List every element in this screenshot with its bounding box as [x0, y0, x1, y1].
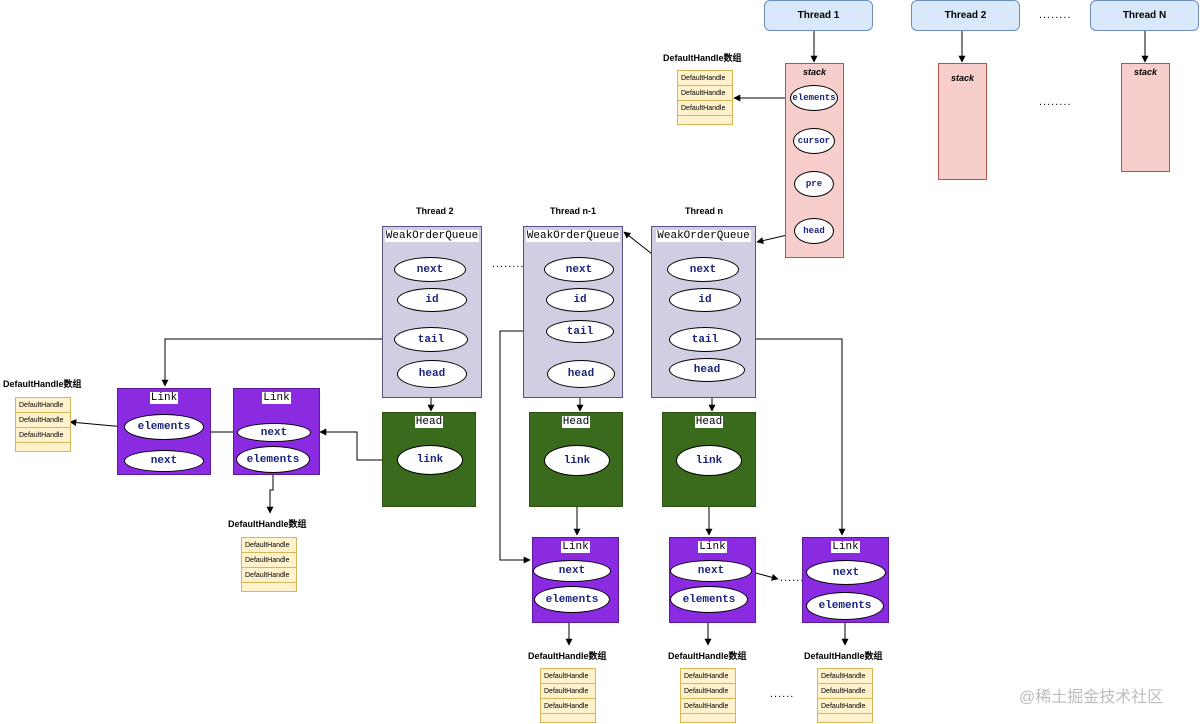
link-a-elements: elements — [124, 414, 204, 440]
link-c-next: next — [533, 560, 611, 582]
array-label: DefaultHandle数组 — [528, 651, 607, 661]
stack-thread-n: stack — [1121, 63, 1170, 172]
default-handle-item: DefaultHandle — [818, 684, 872, 699]
woq-n-id: id — [669, 288, 741, 312]
woq-title: WeakOrderQueue — [525, 230, 621, 242]
default-handle-item: DefaultHandle — [242, 568, 296, 583]
default-handle-item: DefaultHandle — [678, 71, 732, 86]
default-handle-item: DefaultHandle — [16, 413, 70, 428]
queue-thread-n-label: Thread n — [685, 206, 724, 216]
link-title: Link — [561, 541, 590, 553]
default-handle-item: DefaultHandle — [681, 699, 735, 714]
woq-2-tail: tail — [394, 327, 468, 352]
head-title: Head — [694, 416, 724, 428]
default-handle-item: DefaultHandle — [681, 669, 735, 684]
default-handle-array: DefaultHandle DefaultHandle DefaultHandl… — [677, 70, 733, 125]
default-handle-item: DefaultHandle — [541, 684, 595, 699]
woq-title: WeakOrderQueue — [384, 230, 480, 242]
head-n-link: link — [676, 445, 742, 476]
link-d-elements: elements — [670, 586, 748, 613]
thread-n-box: Thread N — [1090, 0, 1199, 31]
threads-ellipsis: ........ — [1039, 9, 1072, 21]
default-handle-array: DefaultHandle DefaultHandle DefaultHandl… — [15, 397, 71, 452]
thread-n-label: Thread N — [1122, 10, 1167, 21]
thread-2-label: Thread 2 — [944, 10, 987, 21]
default-handle-item: DefaultHandle — [541, 699, 595, 714]
watermark: @稀土掘金技术社区 — [1019, 689, 1164, 706]
woq-2-head: head — [397, 360, 467, 388]
stack-title: stack — [1133, 67, 1158, 77]
link-a-next: next — [124, 450, 204, 472]
woq-n-tail: tail — [669, 327, 741, 352]
arrays-ellipsis: ...... — [770, 688, 795, 700]
array-label: DefaultHandle数组 — [668, 651, 747, 661]
queue-thread-n-1-label: Thread n-1 — [550, 206, 597, 216]
thread-2-box: Thread 2 — [911, 0, 1020, 31]
stacks-ellipsis: ........ — [1039, 96, 1072, 108]
woq-n-head: head — [669, 358, 745, 382]
default-handle-item: DefaultHandle — [541, 669, 595, 684]
link-title: Link — [262, 392, 291, 404]
thread-1-box: Thread 1 — [764, 0, 873, 31]
default-handle-item: DefaultHandle — [818, 669, 872, 684]
stack-thread-2: stack — [938, 63, 987, 180]
default-handle-item: DefaultHandle — [242, 538, 296, 553]
woq-n-1-id: id — [546, 288, 614, 312]
link-e-elements: elements — [806, 592, 884, 620]
default-handle-item: DefaultHandle — [818, 699, 872, 714]
link-title: Link — [698, 541, 727, 553]
default-handle-item: DefaultHandle — [16, 428, 70, 443]
default-handle-array: DefaultHandle DefaultHandle DefaultHandl… — [680, 668, 736, 723]
link-title: Link — [831, 541, 860, 553]
link-d-next: next — [670, 560, 752, 582]
stack-field-pre: pre — [794, 171, 834, 197]
thread-1-label: Thread 1 — [797, 10, 840, 21]
array-label: DefaultHandle数组 — [663, 53, 742, 63]
default-handle-item: DefaultHandle — [678, 101, 732, 116]
link-e-next: next — [806, 560, 886, 585]
default-handle-array: DefaultHandle DefaultHandle DefaultHandl… — [241, 537, 297, 592]
woq-2-id: id — [397, 288, 467, 312]
queues-ellipsis: ........ — [492, 258, 525, 270]
woq-n-1-tail: tail — [546, 320, 614, 343]
array-label: DefaultHandle数组 — [804, 651, 883, 661]
head-2-link: link — [397, 445, 463, 475]
default-handle-item: DefaultHandle — [242, 553, 296, 568]
woq-title: WeakOrderQueue — [656, 230, 751, 242]
queue-thread-2-label: Thread 2 — [416, 206, 454, 216]
woq-n-1-head: head — [547, 360, 615, 388]
array-label: DefaultHandle数组 — [228, 519, 307, 529]
woq-2-next: next — [394, 257, 466, 282]
default-handle-item: DefaultHandle — [16, 398, 70, 413]
stack-title: stack — [802, 67, 827, 77]
head-n-1-link: link — [544, 445, 610, 476]
stack-field-head: head — [794, 218, 834, 244]
link-b-next: next — [237, 423, 311, 442]
stack-title: stack — [950, 73, 975, 83]
head-title: Head — [561, 416, 591, 428]
link-b-elements: elements — [236, 446, 310, 473]
stack-field-cursor: cursor — [793, 128, 835, 154]
default-handle-item: DefaultHandle — [681, 684, 735, 699]
array-label: DefaultHandle数组 — [3, 379, 82, 389]
link-title: Link — [149, 392, 179, 404]
woq-n-1-next: next — [544, 257, 614, 282]
default-handle-item: DefaultHandle — [678, 86, 732, 101]
head-title: Head — [414, 416, 444, 428]
link-c-elements: elements — [534, 586, 610, 613]
stack-field-elements: elements — [790, 85, 838, 111]
default-handle-array: DefaultHandle DefaultHandle DefaultHandl… — [817, 668, 873, 723]
default-handle-array: DefaultHandle DefaultHandle DefaultHandl… — [540, 668, 596, 723]
woq-n-next: next — [667, 257, 739, 282]
